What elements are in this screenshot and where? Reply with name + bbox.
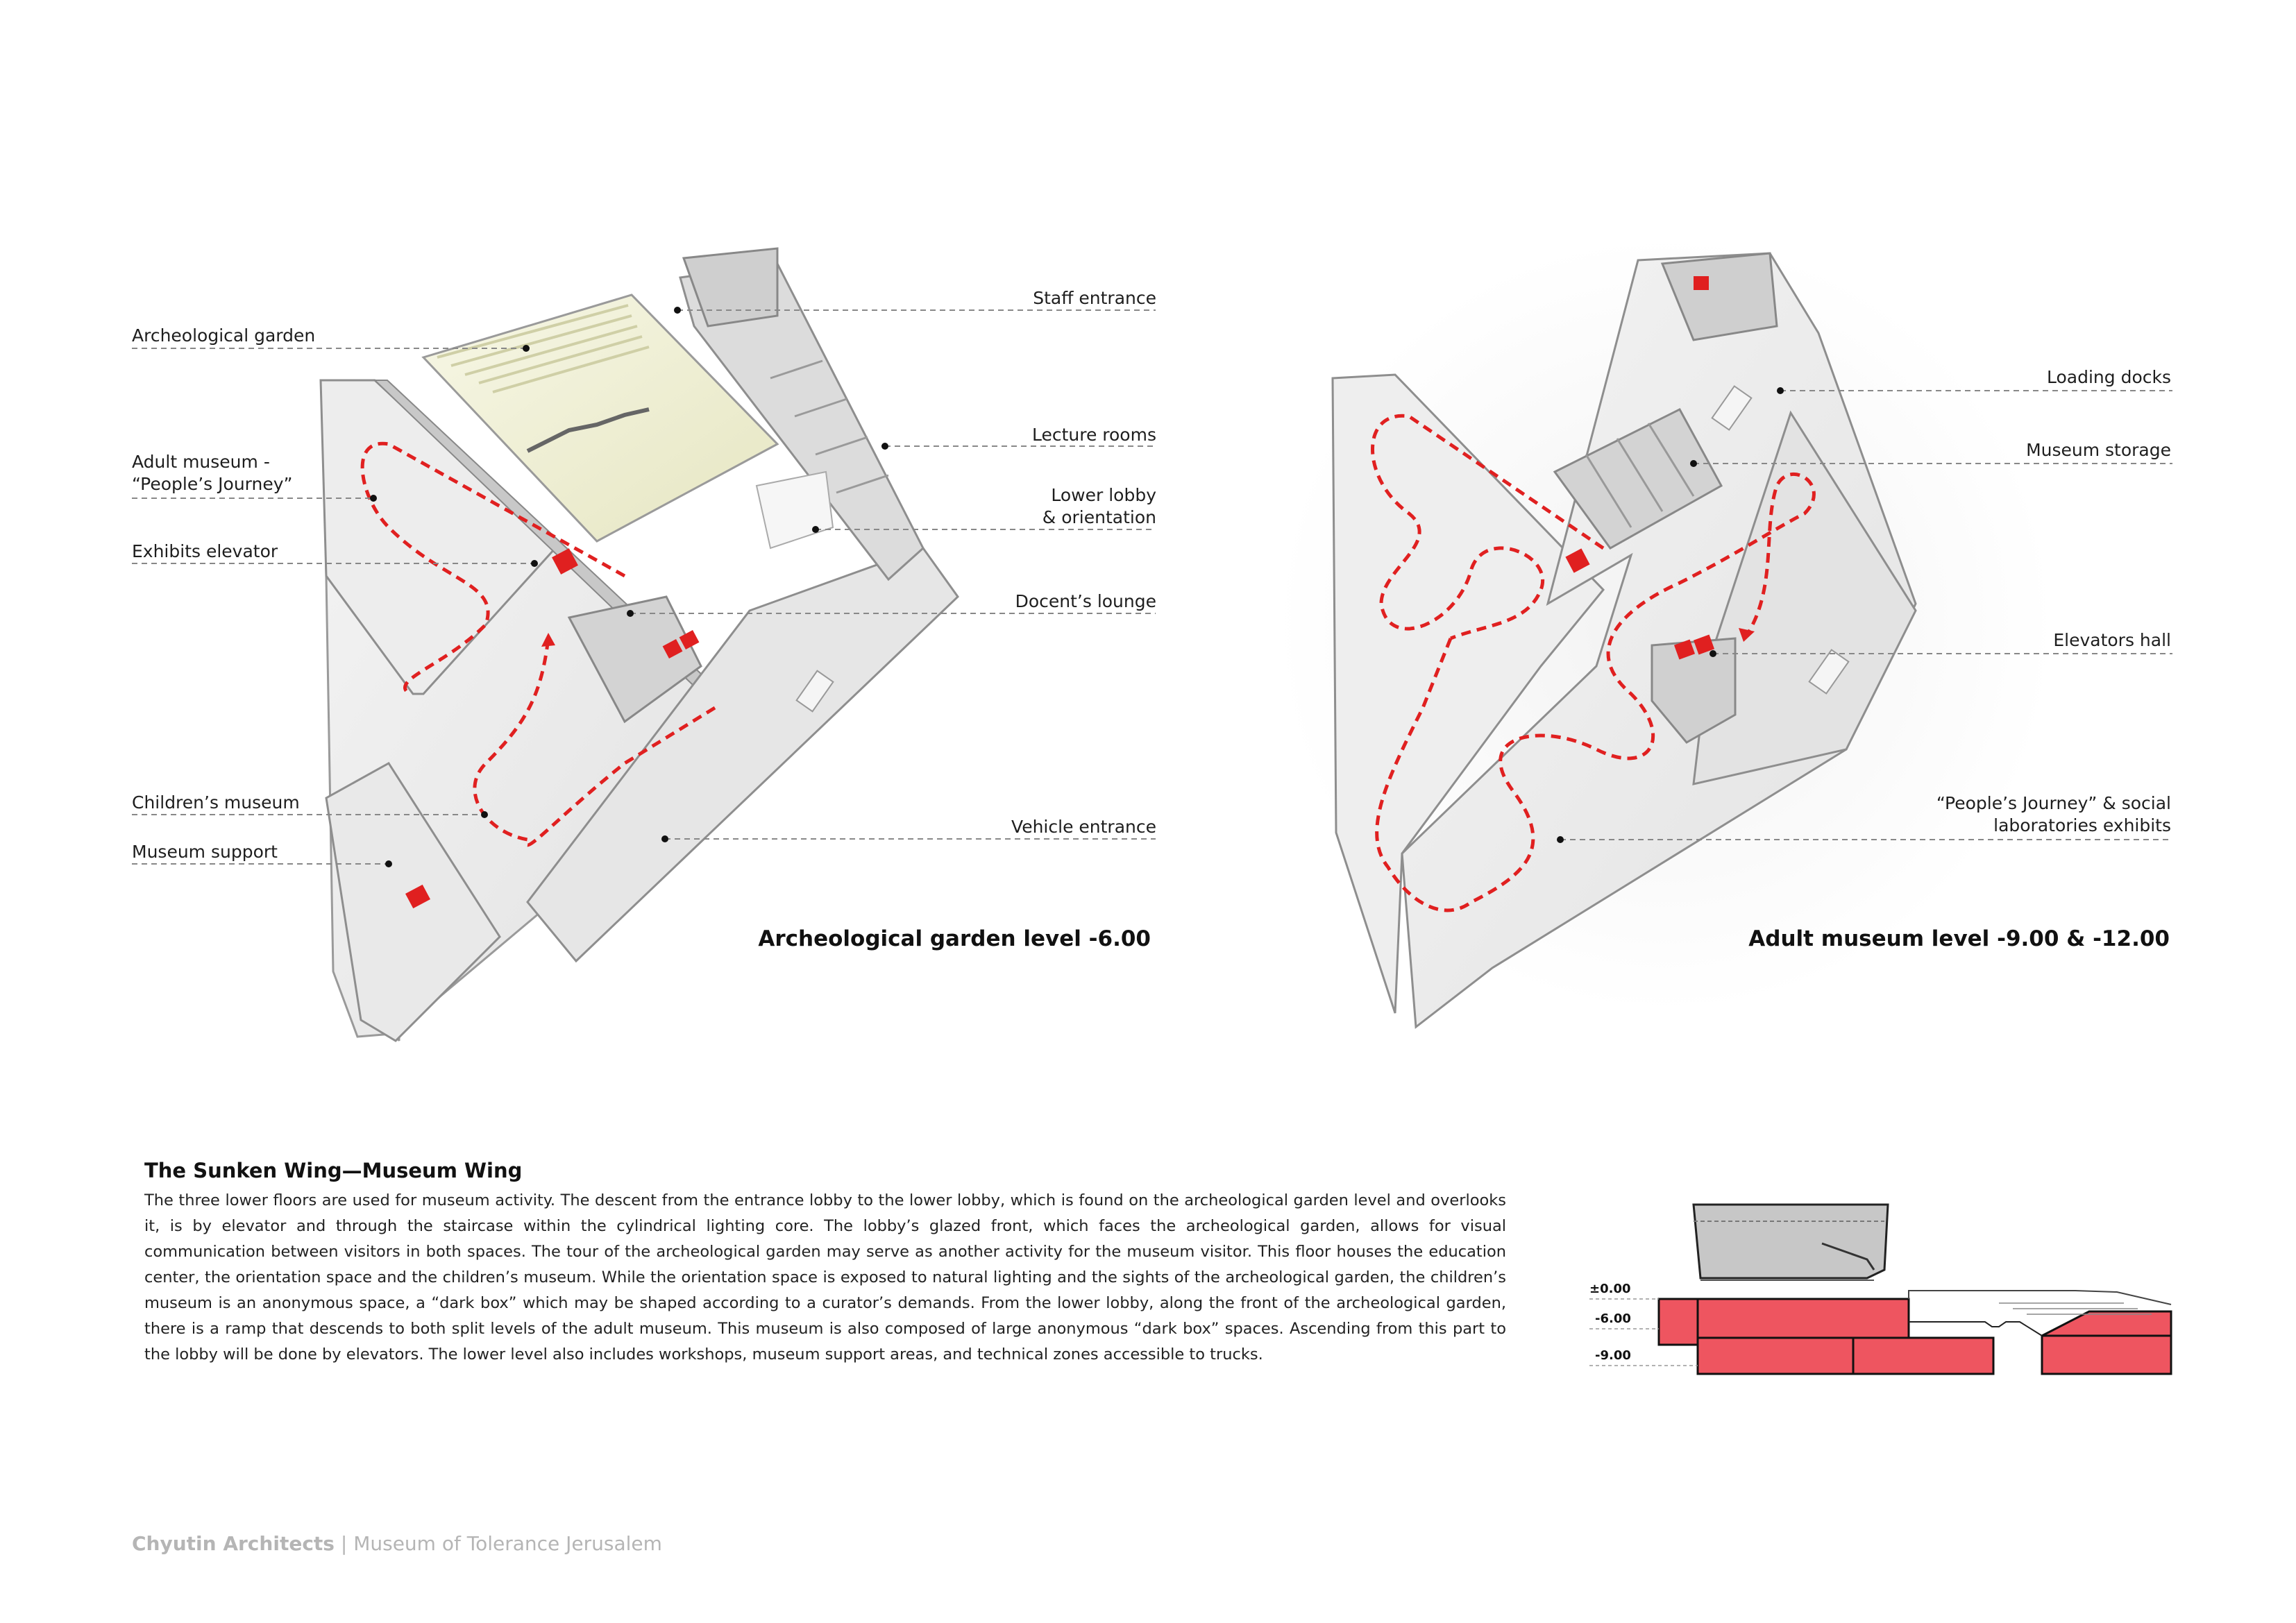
lobby-elevator-mark-2 xyxy=(679,630,700,649)
label-exhibits-elevator: Exhibits elevator xyxy=(132,541,278,561)
label-adult-museum-line2: “People’s Journey” xyxy=(132,474,293,494)
adult-museum-path xyxy=(360,441,626,696)
staff-entrance-tower xyxy=(682,247,779,328)
tower-elevator-mark xyxy=(1694,276,1709,290)
label-peoples-journey-line2: laboratories exhibits xyxy=(1993,815,2171,835)
right-west-wing xyxy=(1331,373,1605,1014)
label-childrens-museum: Children’s museum xyxy=(132,792,300,813)
section-red-right xyxy=(2041,1310,2172,1375)
footer-project: Museum of Tolerance Jerusalem xyxy=(353,1532,662,1555)
section-red-lower xyxy=(1696,1336,1995,1375)
right-floor-plan xyxy=(795,236,2054,1029)
lobby-core xyxy=(755,470,834,550)
label-loading-docks: Loading docks xyxy=(2047,367,2171,387)
elevator-mark-b xyxy=(1693,634,1715,655)
footer-separator: | xyxy=(334,1532,354,1555)
section-diagram xyxy=(1589,1203,2172,1375)
level-label-0: ±0.00 xyxy=(1589,1282,1631,1296)
label-staff-entrance: Staff entrance xyxy=(1033,288,1156,308)
level-label-6: -6.00 xyxy=(1595,1311,1631,1326)
label-lecture-rooms: Lecture rooms xyxy=(1031,425,1156,445)
footer: Chyutin Architects | Museum of Tolerance… xyxy=(132,1532,662,1555)
lecture-room-walls xyxy=(770,359,889,494)
label-lower-lobby-line1: Lower lobby xyxy=(1051,485,1156,505)
left-leader-dots xyxy=(370,307,888,867)
right-east-wing xyxy=(1692,410,1917,785)
section-red-left xyxy=(1657,1298,1699,1346)
left-plan-title: Archeological garden level -6.00 xyxy=(758,926,1151,951)
lobby-elevator-mark-1 xyxy=(662,639,683,658)
archeological-garden-area xyxy=(421,294,779,543)
west-elevator-mark xyxy=(1565,548,1590,573)
left-leader-lines xyxy=(132,309,1156,865)
journey-path xyxy=(1375,472,1816,912)
label-docents-lounge: Docent’s lounge xyxy=(1015,591,1156,611)
exhibits-elevator-mark xyxy=(552,548,578,575)
right-leader-dots xyxy=(1557,387,1784,843)
west-wing-path xyxy=(1371,414,1605,640)
right-plan-title: Adult museum level -9.00 & -12.00 xyxy=(1748,926,2170,951)
section-upper-volume xyxy=(1692,1203,1889,1280)
label-lower-lobby-line2: & orientation xyxy=(1042,507,1156,527)
left-floor-plan xyxy=(319,247,959,1042)
label-peoples-journey-line1: “People’s Journey” & social xyxy=(1936,793,2171,813)
level-label-9: -9.00 xyxy=(1595,1348,1631,1363)
section-body-text: The three lower floors are used for muse… xyxy=(144,1191,1506,1363)
label-vehicle-entrance: Vehicle entrance xyxy=(1011,817,1156,837)
label-museum-storage: Museum storage xyxy=(2026,440,2171,460)
label-adult-museum-line1: Adult museum - xyxy=(132,452,270,472)
section-heading: The Sunken Wing—Museum Wing xyxy=(144,1159,523,1182)
museum-storage-block xyxy=(1553,408,1723,550)
support-elevator-mark xyxy=(405,884,430,909)
footer-firm: Chyutin Architects xyxy=(132,1532,335,1555)
storage-walls xyxy=(1585,423,1695,528)
label-archeological-garden: Archeological garden xyxy=(132,325,316,346)
elevators-hall-core xyxy=(1651,637,1737,744)
section-red-upper xyxy=(1696,1298,1910,1339)
elevator-core xyxy=(567,595,702,724)
garden-terraces xyxy=(437,304,650,393)
right-leader-lines xyxy=(1560,390,2172,840)
label-museum-support: Museum support xyxy=(132,842,278,862)
right-tower xyxy=(1660,252,1778,341)
elevator-mark-a xyxy=(1673,639,1696,660)
label-elevators-hall: Elevators hall xyxy=(2053,630,2171,650)
